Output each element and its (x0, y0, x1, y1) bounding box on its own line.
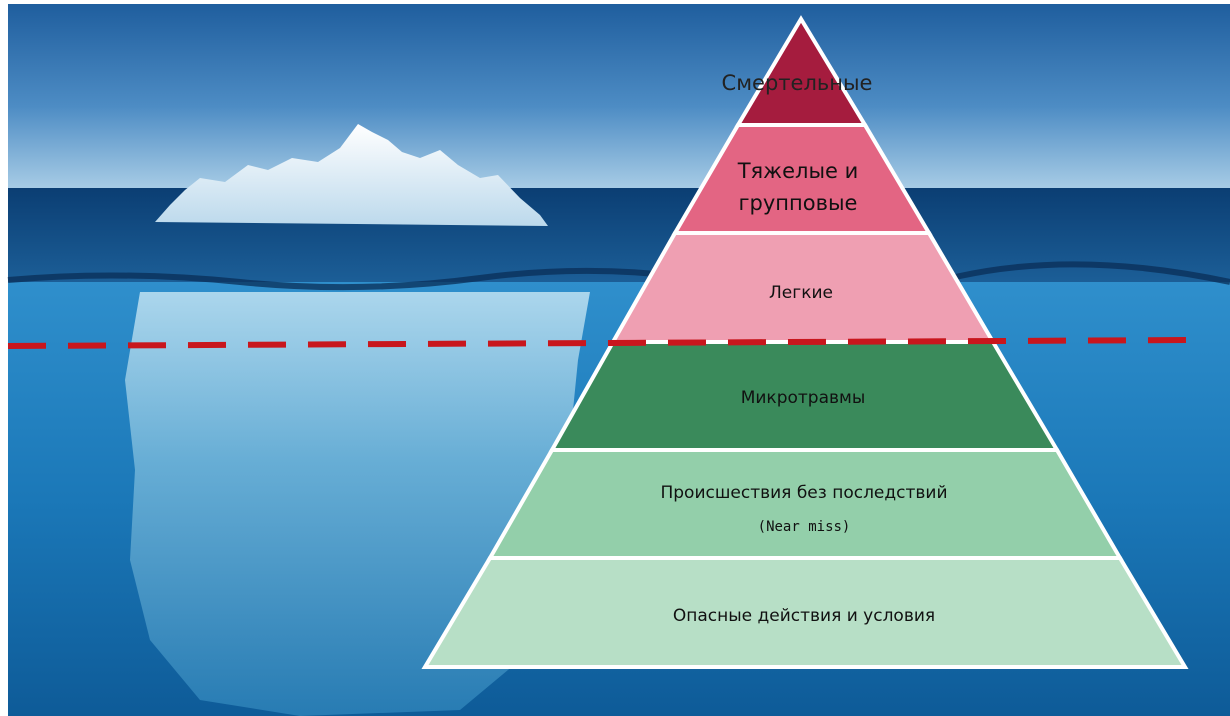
tier-label-deadly: Смертельные (722, 71, 873, 95)
tier-label-severe-line1: Тяжелые и (737, 159, 859, 183)
pyramid-tier-near-miss (486, 448, 1124, 560)
tier-label-severe-line2: групповые (739, 191, 858, 215)
tier-label-microtrauma: Микротравмы (741, 388, 866, 408)
tier-label-near-miss-line2: (Near miss) (758, 519, 851, 535)
sky (8, 4, 1230, 190)
waterline (7, 261, 1230, 294)
tier-label-unsafe: Опасные действия и условия (673, 606, 935, 626)
visibility-divider-line (7, 337, 1196, 349)
pyramid-tier-unsafe (421, 556, 1189, 669)
tier-label-light: Легкие (769, 283, 833, 303)
tier-label-near-miss-line1: Происшествия без последствий (660, 483, 947, 503)
iceberg-tip (155, 124, 548, 226)
safety-pyramid: Смертельные Тяжелые и групповые Легкие М… (421, 15, 1189, 669)
